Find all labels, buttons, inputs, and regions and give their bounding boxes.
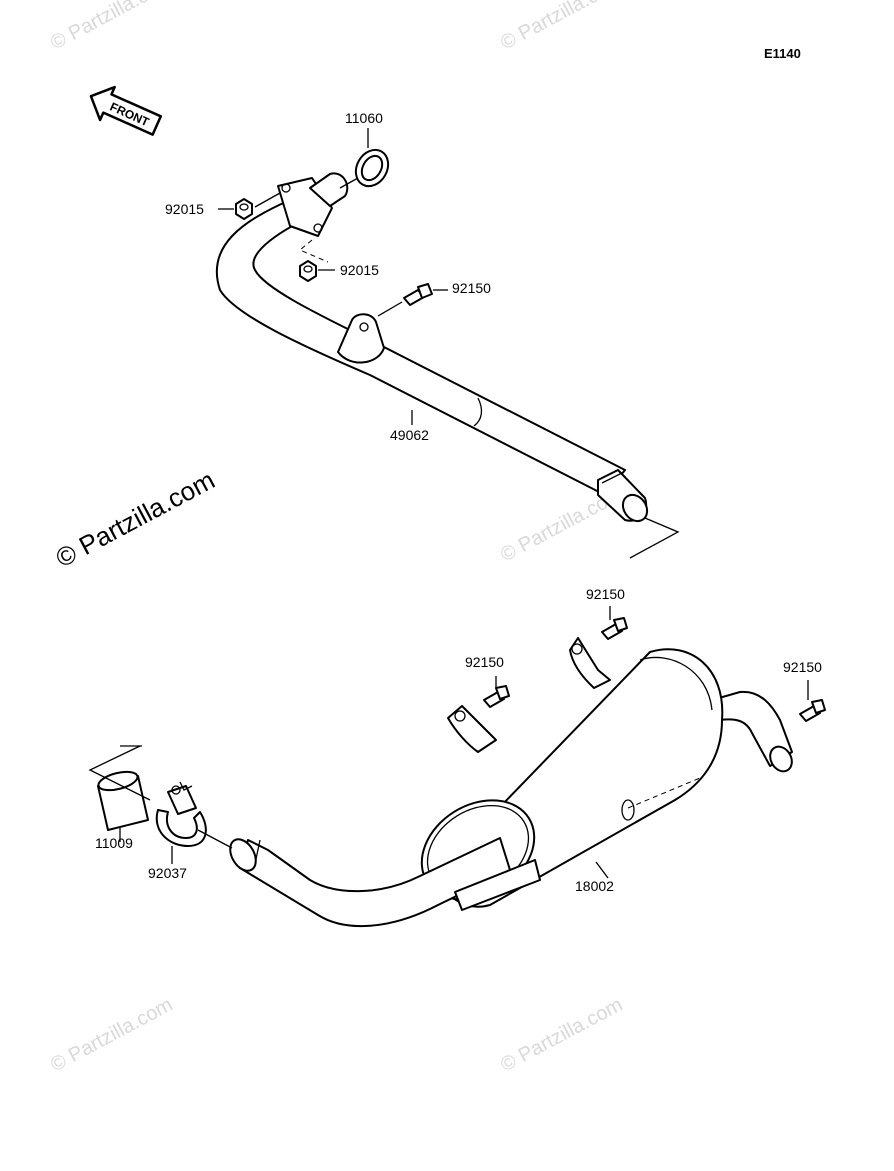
label-nut-upper: 92015 <box>165 201 204 217</box>
watermark: © Partzilla.com <box>47 0 176 54</box>
exhaust-pipe <box>215 172 649 523</box>
connector-line <box>88 745 151 801</box>
watermark: © Partzilla.com <box>497 0 626 54</box>
label-sleeve: 11009 <box>95 835 133 851</box>
label-bolt-pipe: 92150 <box>452 280 491 296</box>
label-bolt-muffler-mid: 92150 <box>465 654 504 670</box>
label-muffler: 18002 <box>575 878 614 894</box>
muffler-inlet-pipe <box>229 837 541 928</box>
watermark: © Partzilla.com <box>47 994 176 1077</box>
clamp-icon <box>155 781 233 864</box>
bolt-icon <box>483 676 510 708</box>
muffler-tailpipe <box>711 690 793 773</box>
sleeve-icon <box>97 770 149 842</box>
gasket-ring-icon <box>339 128 390 189</box>
label-bolt-muffler-top: 92150 <box>586 586 625 602</box>
label-clamp: 92037 <box>148 865 187 881</box>
label-bolt-muffler-right: 92150 <box>783 659 822 675</box>
connector-line <box>629 517 680 559</box>
bolt-icon <box>601 606 628 640</box>
diagram-code: E1140 <box>764 46 801 61</box>
watermark-main: © Partzilla.com <box>51 465 220 574</box>
label-exhaust-pipe: 49062 <box>390 427 429 443</box>
bolt-icon <box>799 680 826 722</box>
label-nut-lower: 92015 <box>340 262 379 278</box>
nut-icon <box>218 192 281 220</box>
front-arrow-icon: FRONT <box>89 85 163 136</box>
label-gasket: 11060 <box>345 110 383 126</box>
nut-icon <box>299 239 335 282</box>
bolt-icon <box>377 283 448 317</box>
watermark: © Partzilla.com <box>497 994 626 1077</box>
